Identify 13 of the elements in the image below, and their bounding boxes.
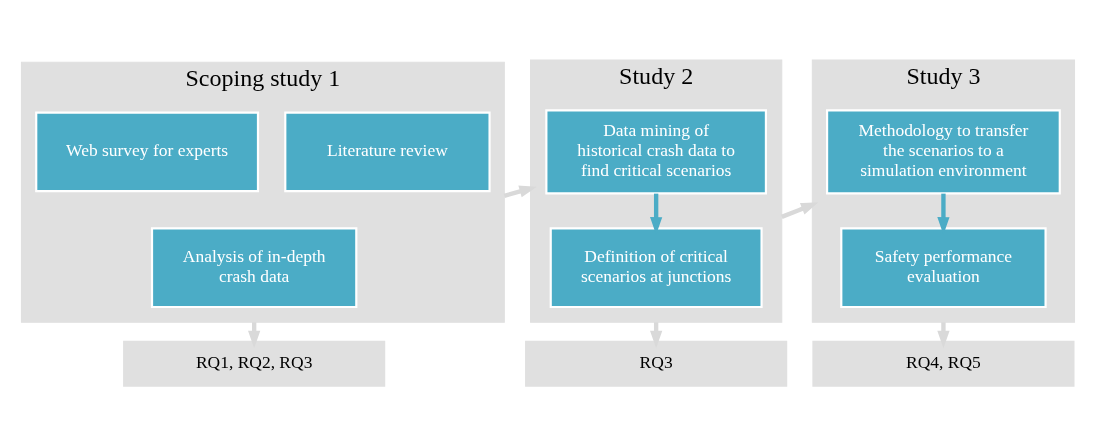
node-box: Methodology to transfer the scenarios to a simulation environment	[826, 108, 1061, 194]
node-box: RQ3	[525, 340, 788, 387]
node-box: RQ1, RQ2, RQ3	[123, 340, 386, 387]
arrow	[503, 185, 537, 198]
arrow	[937, 321, 950, 348]
arrow	[780, 201, 819, 219]
node-box: Web survey for experts	[35, 110, 260, 192]
node-box: Literature review	[284, 110, 491, 192]
node-box: Safety performance evaluation	[840, 226, 1047, 308]
node-box: RQ4, RQ5	[812, 340, 1075, 387]
node-box: Data mining of historical crash data to find critical scenarios	[545, 108, 767, 194]
node-box: Analysis of in-depth crash data	[150, 226, 358, 308]
node-box: Definition of critical scenarios at junctions	[549, 226, 763, 308]
